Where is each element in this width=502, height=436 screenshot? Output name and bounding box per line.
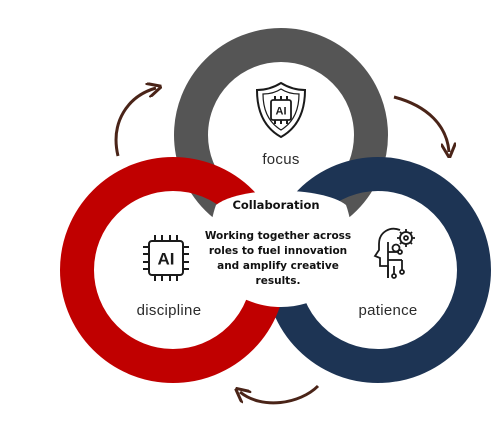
patience-label: patience <box>358 302 418 319</box>
ai-chip-icon: AI <box>143 235 189 281</box>
focus-label: focus <box>262 151 300 168</box>
center-overlap <box>210 190 352 307</box>
arrow-bottom <box>240 384 320 405</box>
center-title: Collaboration <box>232 198 320 212</box>
arrow-top-right <box>393 95 449 152</box>
ai-shield-icon: AI <box>255 81 307 139</box>
robot-head-gears-icon <box>373 227 415 279</box>
svg-text:AI: AI <box>276 106 287 118</box>
arrow-top-left <box>114 88 156 157</box>
center-description: Working together across roles to fuel in… <box>204 230 352 287</box>
svg-text:AI: AI <box>158 250 175 269</box>
discipline-label: discipline <box>136 302 202 319</box>
